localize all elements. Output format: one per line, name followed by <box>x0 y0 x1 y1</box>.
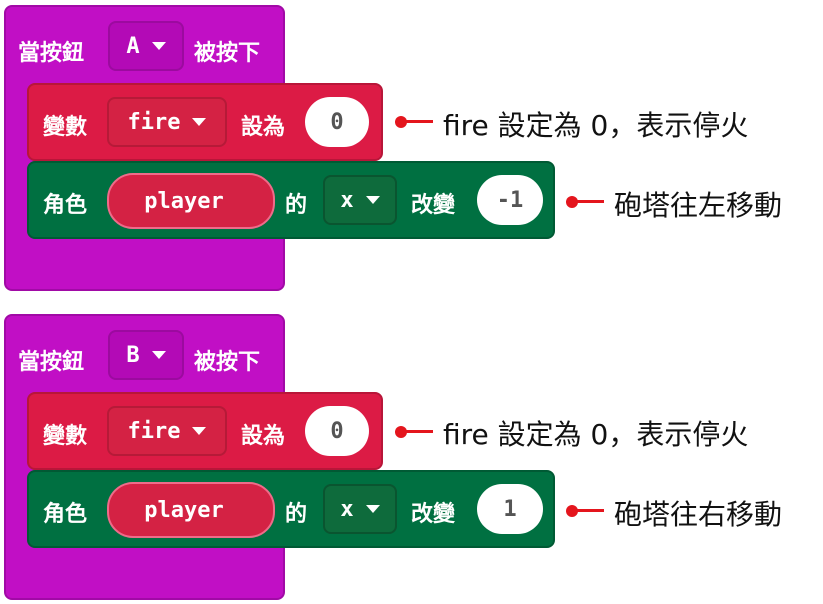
variable-dropdown[interactable]: fire <box>107 406 227 456</box>
sprite-label: 角色 <box>43 193 88 218</box>
property-name: x <box>340 187 354 213</box>
of-label: 的 <box>285 502 308 527</box>
dropdown-arrow-icon <box>192 118 207 126</box>
change-value-input[interactable]: 1 <box>477 484 543 534</box>
button-value: A <box>126 33 140 59</box>
set-variable-block[interactable]: 變數 fire 設為 0 <box>27 392 383 470</box>
sprite-dropdown[interactable]: player <box>107 173 275 229</box>
annotation-dot <box>395 116 407 128</box>
set-value-input[interactable]: 0 <box>305 406 369 456</box>
of-label: 的 <box>285 193 308 218</box>
button-dropdown[interactable]: A <box>108 21 184 71</box>
dropdown-arrow-icon <box>365 196 380 204</box>
dropdown-arrow-icon <box>151 351 166 359</box>
variable-dropdown[interactable]: fire <box>107 97 227 147</box>
sprite-dropdown[interactable]: player <box>107 482 275 538</box>
variable-name: fire <box>127 418 181 444</box>
annotation-line <box>405 430 433 433</box>
dropdown-arrow-icon <box>192 427 207 435</box>
annotation-dot <box>395 426 407 438</box>
property-dropdown[interactable]: x <box>323 175 397 225</box>
annotation-line <box>576 200 604 203</box>
annotation-set-fire: fire 設定為 0，表示停火 <box>443 418 749 451</box>
event-prefix: 當按鈕 <box>18 41 85 66</box>
property-name: x <box>340 496 354 522</box>
event-suffix: 被按下 <box>194 350 261 375</box>
change-by-label: 改變 <box>411 193 456 218</box>
set-to-label: 設為 <box>241 424 286 449</box>
change-by-label: 改變 <box>411 502 456 527</box>
dropdown-arrow-icon <box>151 42 166 50</box>
annotation-line <box>576 509 604 512</box>
annotation-dot <box>566 505 578 517</box>
sprite-name: player <box>144 497 224 523</box>
change-sprite-property-block[interactable]: 角色 player 的 x 改變 1 <box>27 470 555 548</box>
set-variable-block[interactable]: 變數 fire 設為 0 <box>27 83 383 161</box>
dropdown-arrow-icon <box>365 505 380 513</box>
button-value: B <box>126 342 140 368</box>
sprite-label: 角色 <box>43 502 88 527</box>
set-value-input[interactable]: 0 <box>305 97 369 147</box>
event-suffix: 被按下 <box>194 41 261 66</box>
sprite-name: player <box>144 188 224 214</box>
annotation-line <box>405 120 433 123</box>
annotation-dot <box>566 196 578 208</box>
change-sprite-property-block[interactable]: 角色 player 的 x 改變 -1 <box>27 161 555 239</box>
set-to-label: 設為 <box>241 115 286 140</box>
property-dropdown[interactable]: x <box>323 484 397 534</box>
change-value-input[interactable]: -1 <box>477 175 543 225</box>
annotation-set-fire: fire 設定為 0，表示停火 <box>443 109 749 142</box>
event-prefix: 當按鈕 <box>18 350 85 375</box>
annotation-move-left: 砲塔往左移動 <box>614 189 783 222</box>
variable-label: 變數 <box>43 424 88 449</box>
button-dropdown[interactable]: B <box>108 330 184 380</box>
variable-label: 變數 <box>43 115 88 140</box>
variable-name: fire <box>127 109 181 135</box>
annotation-move-right: 砲塔往右移動 <box>614 498 783 531</box>
